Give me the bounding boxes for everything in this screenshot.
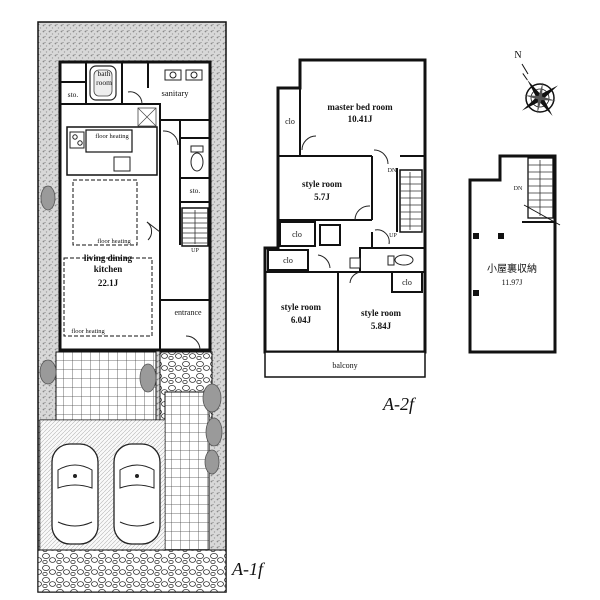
style-room-1-area: 5.7J [314,192,330,202]
bath-label-1: bath [98,69,111,78]
house-footprint [60,62,210,350]
loft-dn-label: DN [514,186,523,192]
second-dn-label: DN [388,168,397,174]
compass-rose: N [514,50,559,117]
clo-b-label: clo [283,256,293,265]
sto-mid-label: sto. [190,186,201,195]
attic-storage-area: 11.97J [502,278,523,287]
style-room-1-label: style room [302,179,343,189]
bath-label-2: room [96,78,112,87]
second-floor-label: A-2f [382,394,417,414]
ldk-area-label: 22.1J [98,278,119,288]
toilet [190,152,204,172]
entrance-label: entrance [174,308,202,317]
sanitary-label: sanitary [162,88,190,98]
floor-heating-kitchen-label: floor heating [95,133,129,140]
sto-top-label: sto. [68,90,79,99]
style-room-3-area: 5.84J [371,321,392,331]
kitchen-counter [66,126,158,176]
style-room-3-label: style room [361,308,402,318]
attic-storage-label: 小屋裏収納 [487,262,537,275]
loft-stairs [523,157,561,226]
style-room-2-label: style room [281,302,322,312]
first-up-label: UP [191,248,199,254]
first-floor-stairs [181,207,209,247]
second-floor-toilet [394,254,414,266]
master-bedroom-label: master bed room [327,102,393,112]
car-left [51,443,99,545]
clo-master-label: clo [285,117,295,126]
second-up-label: UP [389,233,397,239]
second-floor-plan: master bed room 10.41J clo style room 5.… [263,58,427,414]
second-floor-stairs [396,168,423,233]
loft-plan: DN 小屋裏収納 11.97J [468,154,561,354]
balcony-label: balcony [332,361,357,370]
ldk-label-2: kitchen [94,264,123,274]
compass-north-label: N [514,50,521,61]
first-floor-label: A-1f [231,559,266,579]
clo-a-label: clo [292,230,302,239]
style-room-2-area: 6.04J [291,315,312,325]
clo-c-label: clo [402,278,412,287]
ldk-label-1: living dining [84,253,133,263]
first-floor-plan: bath room sto. sanitary floor heating st… [37,21,266,593]
floor-heating-low-label: floor heating [71,328,105,335]
car-right [113,443,161,545]
hedges [39,185,223,475]
floor-heating-mid-label: floor heating [97,238,131,245]
terrace-tiles [55,351,157,421]
approach-path [164,391,210,553]
master-bedroom-area: 10.41J [348,114,373,124]
balcony [264,351,426,378]
